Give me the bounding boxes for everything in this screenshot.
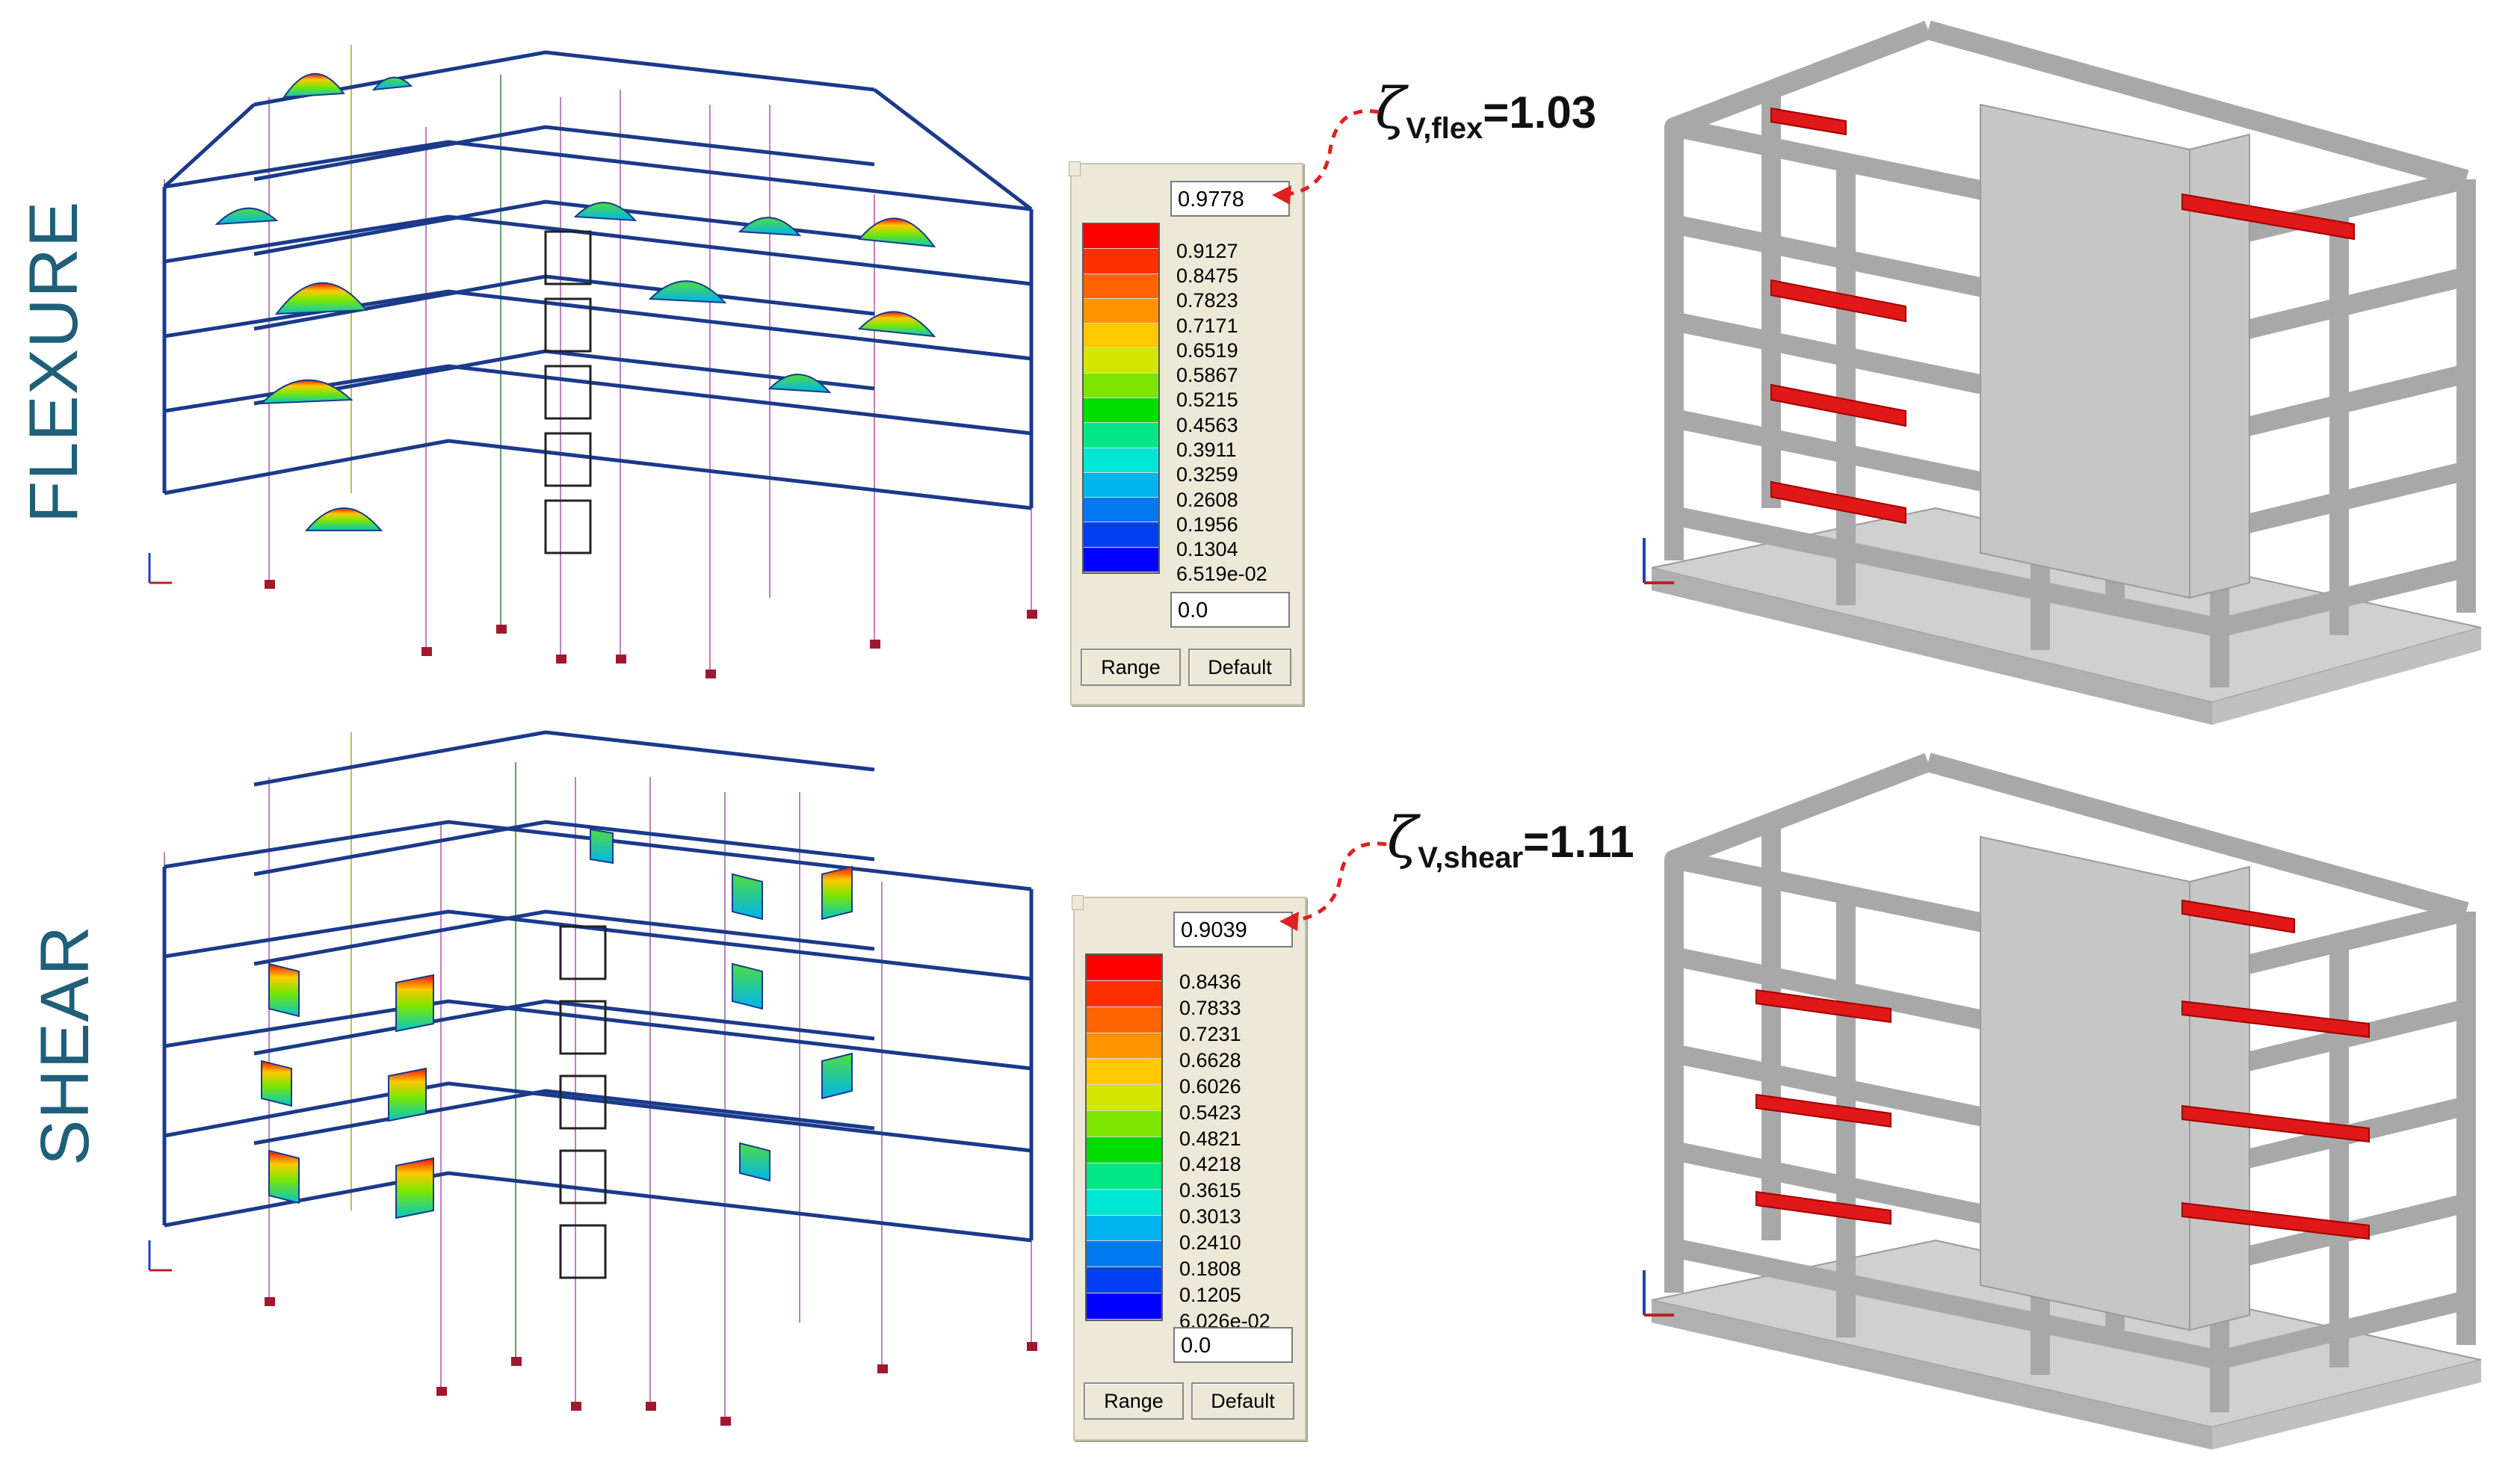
scale-swatch — [1084, 324, 1158, 349]
shear-label: SHEAR — [27, 925, 103, 1166]
scale-tick-label: 0.8475 — [1176, 264, 1238, 287]
scale-tick-label: 0.1956 — [1176, 513, 1238, 536]
shear-default-button[interactable]: Default — [1191, 1382, 1294, 1420]
flexure-label: FLEXURE — [16, 200, 92, 523]
scale-swatch — [1084, 224, 1158, 250]
scale-swatch — [1087, 1215, 1161, 1242]
flexure-floor-levels — [162, 50, 1034, 510]
axis-triad — [1643, 1270, 1674, 1317]
scale-swatch — [1084, 249, 1158, 274]
scale-swatch — [1087, 1059, 1161, 1086]
scale-tick-label: 0.7231 — [1179, 1023, 1241, 1046]
shear-color-scale — [1085, 953, 1163, 1321]
shear-supports — [265, 1297, 1037, 1426]
scale-swatch — [1084, 522, 1158, 548]
scale-tick-label: 0.2608 — [1176, 488, 1238, 511]
scale-tick-label: 0.2410 — [1179, 1231, 1241, 1254]
flexure-default-button[interactable]: Default — [1188, 649, 1291, 686]
flexure-max-value[interactable]: 0.9778 — [1170, 181, 1290, 217]
scale-tick-label: 0.1205 — [1179, 1283, 1241, 1306]
scale-swatch — [1084, 398, 1158, 424]
flexure-core-wall — [544, 230, 592, 554]
scale-tick-label: 0.5215 — [1176, 389, 1238, 412]
scale-tick-label: 0.7171 — [1176, 314, 1238, 337]
axis-triad — [1643, 538, 1674, 584]
critical-beams — [1755, 899, 2370, 1240]
scale-swatch — [1084, 448, 1158, 473]
shear-force-blocks — [261, 828, 853, 1219]
flexure-pointer-arrow — [1272, 109, 1380, 205]
shear-range-button[interactable]: Range — [1084, 1382, 1184, 1420]
flexure-axis-triad — [148, 553, 172, 584]
scale-swatch — [1084, 373, 1158, 398]
scale-swatch — [1084, 472, 1158, 498]
scale-swatch — [1087, 1267, 1161, 1294]
flexure-factor-formula: ζV,flex=1.03 — [1375, 75, 1597, 145]
legend-grip[interactable] — [1069, 161, 1081, 176]
scale-swatch — [1087, 1163, 1161, 1190]
flexure-moment-bulges — [214, 72, 936, 531]
shear-min-value[interactable]: 0.0 — [1173, 1327, 1293, 1363]
shear-pointer-arrow — [1279, 841, 1387, 931]
shear-force-diagram — [148, 730, 1037, 1426]
shear-legend: 0.9039 0.8436 0.7833 0.7231 0.6628 0.6026 0.5… — [1072, 895, 1306, 1441]
flexure-range-button[interactable]: Range — [1081, 649, 1181, 686]
flexure-color-scale — [1082, 223, 1160, 574]
scale-swatch — [1087, 1111, 1161, 1137]
scale-swatch — [1084, 423, 1158, 448]
scale-tick-label: 0.4821 — [1179, 1127, 1241, 1150]
legend-grip[interactable] — [1072, 895, 1084, 910]
scale-tick-label: 0.5867 — [1176, 364, 1238, 387]
flexure-min-value[interactable]: 0.0 — [1170, 592, 1290, 628]
scale-tick-label: 0.5423 — [1179, 1101, 1241, 1124]
scale-swatch — [1087, 1189, 1161, 1216]
shear-axis-triad — [148, 1240, 172, 1272]
flexure-supports — [265, 580, 1037, 678]
scale-tick-label: 0.1808 — [1179, 1257, 1241, 1280]
flexure-moment-diagram — [148, 45, 1037, 678]
scale-swatch — [1084, 348, 1158, 374]
scale-swatch — [1087, 1241, 1161, 1268]
shear-floor-levels — [162, 730, 1034, 1243]
shear-columns — [164, 732, 1032, 1420]
scale-tick-label: 0.6026 — [1179, 1074, 1241, 1098]
shear-core-wall — [559, 925, 607, 1279]
shear-factor-formula: ζV,shear=1.11 — [1387, 804, 1634, 874]
scale-tick-label: 0.7823 — [1176, 289, 1238, 312]
scale-swatch — [1087, 980, 1161, 1007]
core-wall — [1980, 103, 2250, 599]
scale-tick-label: 0.3013 — [1179, 1205, 1241, 1228]
scale-tick-label: 0.3259 — [1176, 463, 1238, 486]
shear-max-value[interactable]: 0.9039 — [1173, 912, 1293, 947]
scale-tick-label: 0.9127 — [1176, 239, 1238, 262]
scale-tick-label: 0.6519 — [1176, 338, 1238, 362]
scale-tick-label: 0.8436 — [1179, 971, 1241, 994]
critical-beams — [1770, 107, 2355, 525]
scale-tick-label: 0.6628 — [1179, 1049, 1241, 1071]
scale-swatch — [1087, 1033, 1161, 1060]
scale-tick-label: 0.7833 — [1179, 997, 1241, 1020]
scale-swatch — [1087, 955, 1161, 981]
flexure-3d-structure — [1643, 20, 2482, 725]
scale-tick-label: 0.3615 — [1179, 1179, 1241, 1202]
scale-swatch — [1084, 273, 1158, 299]
shear-3d-structure — [1643, 752, 2482, 1450]
scale-swatch — [1087, 1085, 1161, 1112]
scale-swatch — [1084, 498, 1158, 523]
scale-tick-label: 0.4218 — [1179, 1153, 1241, 1176]
scale-swatch — [1087, 1006, 1161, 1033]
scale-tick-label: 0.1304 — [1176, 538, 1238, 561]
scale-tick-label: 6.519e-02 — [1176, 563, 1267, 586]
scale-swatch — [1087, 1293, 1161, 1320]
scale-swatch — [1084, 547, 1158, 572]
scale-tick-label: 0.3911 — [1176, 438, 1237, 461]
scale-tick-label: 0.4563 — [1176, 413, 1238, 436]
scale-swatch — [1087, 1137, 1161, 1163]
scale-swatch — [1084, 298, 1158, 324]
